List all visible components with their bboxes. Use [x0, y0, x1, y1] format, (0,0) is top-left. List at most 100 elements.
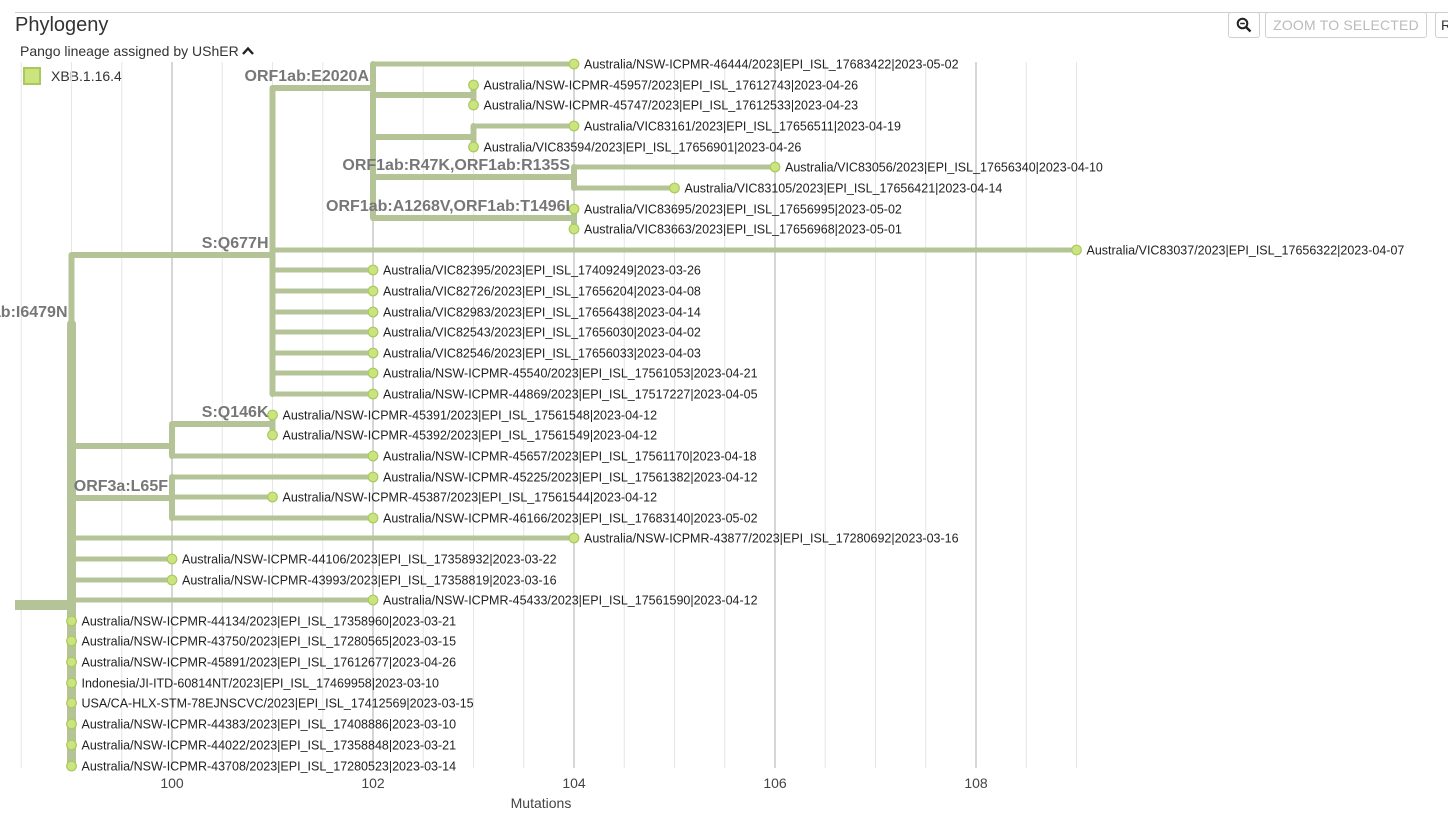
panel-top-border — [15, 12, 1448, 13]
tip-label[interactable]: Australia/NSW-ICPMR-45433/2023|EPI_ISL_1… — [383, 594, 758, 608]
x-axis: Mutations 100 102 104 106 108 — [160, 775, 988, 811]
tip-node[interactable] — [66, 635, 77, 647]
tip-label[interactable]: Australia/VIC83594/2023|EPI_ISL_17656901… — [484, 141, 802, 155]
tip-label[interactable]: Australia/NSW-ICPMR-45391/2023|EPI_ISL_1… — [283, 409, 658, 423]
tip-node[interactable] — [367, 471, 379, 483]
tip-label[interactable]: Australia/NSW-ICPMR-44383/2023|EPI_ISL_1… — [82, 718, 457, 732]
tip-node[interactable] — [568, 120, 580, 132]
tip-label[interactable]: Australia/VIC82395/2023|EPI_ISL_17409249… — [383, 264, 701, 278]
tip-label[interactable]: Australia/VIC83695/2023|EPI_ISL_17656995… — [584, 203, 902, 217]
branch-mutation-label: ORF1ab:E2020A — [245, 68, 370, 85]
tip-node[interactable] — [1071, 244, 1082, 256]
tip-label[interactable]: Australia/VIC82726/2023|EPI_ISL_17656204… — [383, 285, 701, 299]
branch-mutation-label: ORF3a:L65F — [74, 478, 168, 495]
branch-mutation-label: ORF1ab:R47K,ORF1ab:R135S — [342, 157, 570, 174]
tip-node[interactable] — [367, 306, 379, 318]
tip-node[interactable] — [66, 615, 77, 627]
zoom-to-selected-button[interactable]: ZOOM TO SELECTED — [1265, 12, 1427, 38]
tip-node[interactable] — [166, 574, 178, 586]
tip-node[interactable] — [367, 594, 379, 606]
tip-node[interactable] — [367, 388, 379, 400]
tip-node[interactable] — [367, 450, 379, 462]
tip-node[interactable] — [568, 203, 580, 215]
x-tick-label: 108 — [964, 775, 988, 791]
tip-label[interactable]: Australia/VIC82983/2023|EPI_ISL_17656438… — [383, 306, 701, 320]
color-by-label: Pango lineage assigned by UShER — [20, 43, 239, 59]
branch-mutation-label: S:Q146K — [202, 404, 269, 421]
tip-label[interactable]: Australia/NSW-ICPMR-46166/2023|EPI_ISL_1… — [383, 512, 758, 526]
tip-label[interactable]: Australia/NSW-ICPMR-44106/2023|EPI_ISL_1… — [182, 553, 557, 567]
tip-label[interactable]: Australia/NSW-ICPMR-45387/2023|EPI_ISL_1… — [283, 491, 658, 505]
tip-label[interactable]: Australia/NSW-ICPMR-45225/2023|EPI_ISL_1… — [383, 471, 758, 485]
tip-node[interactable] — [468, 79, 479, 91]
tip-label[interactable]: Australia/NSW-ICPMR-43877/2023|EPI_ISL_1… — [584, 532, 959, 546]
legend-item[interactable]: XBB.1.16.4 — [23, 67, 122, 85]
tip-label[interactable]: Australia/VIC83161/2023|EPI_ISL_17656511… — [584, 120, 901, 134]
tip-node[interactable] — [367, 264, 379, 276]
tip-label[interactable]: USA/CA-HLX-STM-78EJNSCVC/2023|EPI_ISL_17… — [82, 697, 474, 711]
tip-node[interactable] — [669, 182, 680, 194]
tip-label[interactable]: Australia/VIC83105/2023|EPI_ISL_17656421… — [685, 182, 1003, 196]
tip-label[interactable]: Australia/NSW-ICPMR-46444/2023|EPI_ISL_1… — [584, 58, 959, 72]
tip-node[interactable] — [166, 553, 178, 565]
tip-label[interactable]: Australia/NSW-ICPMR-43708/2023|EPI_ISL_1… — [82, 760, 457, 774]
tip-label[interactable]: Australia/NSW-ICPMR-45392/2023|EPI_ISL_1… — [283, 429, 658, 443]
tip-label[interactable]: Australia/VIC83056/2023|EPI_ISL_17656340… — [785, 161, 1103, 175]
tip-label[interactable]: Australia/VIC82543/2023|EPI_ISL_17656030… — [383, 326, 701, 340]
tip-label[interactable]: Australia/NSW-ICPMR-44134/2023|EPI_ISL_1… — [82, 615, 457, 629]
branch-mutation-label: ORF1ab:A1268V,ORF1ab:T1496I — [326, 198, 570, 215]
tip-label[interactable]: Australia/NSW-ICPMR-43993/2023|EPI_ISL_1… — [182, 574, 557, 588]
tip-label[interactable]: Australia/NSW-ICPMR-44869/2023|EPI_ISL_1… — [383, 388, 758, 402]
tip-label[interactable]: Australia/NSW-ICPMR-43750/2023|EPI_ISL_1… — [82, 635, 457, 649]
chevron-up-icon — [241, 46, 254, 55]
tip-node[interactable] — [267, 409, 278, 421]
x-tick-label: 106 — [763, 775, 787, 791]
tip-label[interactable]: Indonesia/JI-ITD-60814NT/2023|EPI_ISL_17… — [82, 677, 439, 691]
tip-node[interactable] — [267, 429, 278, 441]
zoom-button[interactable] — [1228, 12, 1260, 38]
tip-label[interactable]: Australia/VIC83037/2023|EPI_ISL_17656322… — [1087, 244, 1405, 258]
tip-node[interactable] — [267, 491, 278, 503]
tip-node[interactable] — [66, 739, 77, 751]
x-tick-label: 104 — [562, 775, 586, 791]
tip-node[interactable] — [66, 697, 77, 709]
tree-tips: Australia/NSW-ICPMR-46444/2023|EPI_ISL_1… — [66, 58, 1405, 774]
legend-label: XBB.1.16.4 — [51, 68, 122, 84]
x-axis-title: Mutations — [511, 795, 572, 811]
legend-swatch — [23, 67, 41, 85]
tip-label[interactable]: Australia/NSW-ICPMR-44022/2023|EPI_ISL_1… — [82, 739, 457, 753]
tip-node[interactable] — [468, 99, 479, 111]
color-by-toggle[interactable]: Pango lineage assigned by UShER — [20, 43, 255, 59]
tip-node[interactable] — [367, 285, 379, 297]
tip-label[interactable]: Australia/NSW-ICPMR-45657/2023|EPI_ISL_1… — [383, 450, 757, 464]
tip-node[interactable] — [568, 58, 580, 70]
branch-labels: ORF1ab:E2020A ORF1ab:R47K,ORF1ab:R135S ORF… — [0, 68, 570, 495]
tip-label[interactable]: Australia/VIC83663/2023|EPI_ISL_17656968… — [584, 223, 902, 237]
tip-label[interactable]: Australia/NSW-ICPMR-45957/2023|EPI_ISL_1… — [484, 79, 859, 93]
tip-node[interactable] — [468, 141, 479, 153]
tip-node[interactable] — [66, 677, 77, 689]
tip-label[interactable]: Australia/NSW-ICPMR-45891/2023|EPI_ISL_1… — [82, 656, 457, 670]
tip-label[interactable]: Australia/NSW-ICPMR-45747/2023|EPI_ISL_1… — [484, 99, 859, 113]
tip-node[interactable] — [367, 512, 379, 524]
x-tick-label: 102 — [361, 775, 385, 791]
tip-node[interactable] — [367, 367, 379, 379]
tip-node[interactable] — [568, 223, 580, 235]
panel-title: Phylogeny — [15, 14, 109, 36]
tip-label[interactable]: Australia/NSW-ICPMR-45540/2023|EPI_ISL_1… — [383, 367, 758, 381]
reset-layout-button[interactable]: R — [1435, 12, 1448, 38]
magnifier-zoom-icon — [1236, 17, 1252, 33]
tip-node[interactable] — [367, 326, 379, 338]
x-tick-label: 100 — [160, 775, 184, 791]
tip-node[interactable] — [769, 161, 781, 173]
tip-node[interactable] — [66, 760, 77, 772]
branch-mutation-label: RF1ab:K5595N,ORF1ab:I6479N — [0, 304, 68, 321]
tree-branches — [15, 61, 1077, 771]
tip-node[interactable] — [367, 347, 379, 359]
branch-mutation-label: S:Q677H — [202, 235, 269, 252]
tip-label[interactable]: Australia/VIC82546/2023|EPI_ISL_17656033… — [383, 347, 701, 361]
tip-node[interactable] — [568, 532, 580, 544]
tip-node[interactable] — [66, 656, 77, 668]
tip-node[interactable] — [66, 718, 77, 730]
